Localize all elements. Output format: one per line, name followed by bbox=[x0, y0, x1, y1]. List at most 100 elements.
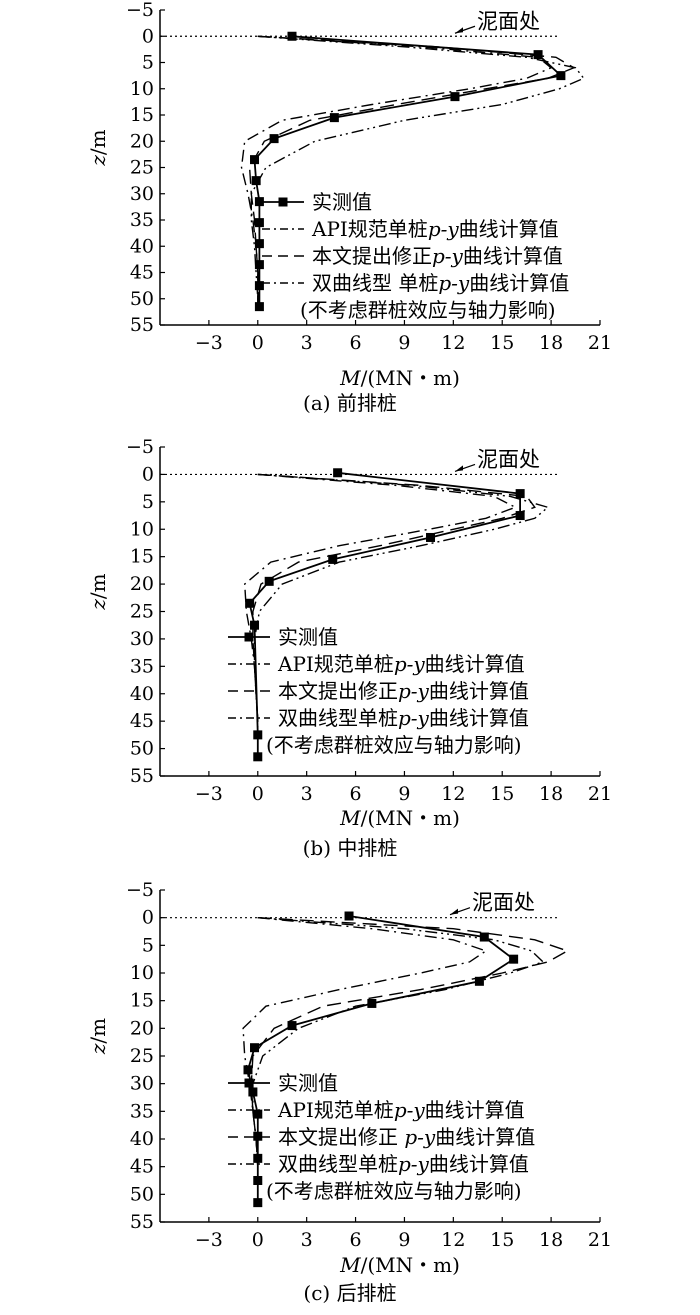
data-point-marker bbox=[333, 468, 343, 478]
legend-text-pre: 双曲线型 单桩 bbox=[312, 271, 438, 295]
data-point-marker bbox=[250, 1043, 260, 1053]
mudline-label: 泥面处 bbox=[472, 891, 535, 915]
y-axis-label: z/m bbox=[86, 129, 110, 166]
y-tick-label: 30 bbox=[130, 1073, 154, 1095]
y-tick-label: 15 bbox=[130, 104, 154, 126]
x-tick-label: 15 bbox=[490, 783, 514, 805]
x-tick-label: 6 bbox=[350, 1229, 362, 1251]
data-point-marker bbox=[253, 1109, 263, 1119]
legend-label-3: 本文提出修正 p-y曲线计算值 bbox=[278, 1125, 535, 1149]
x-axis-label: M/(MN・m) bbox=[339, 806, 460, 830]
y-tick-label: −5 bbox=[126, 0, 154, 21]
legend-label-4: 双曲线型单桩p-y曲线计算值 bbox=[278, 1152, 529, 1176]
legend: 实测值API规范单桩p-y曲线计算值本文提出修正p-y曲线计算值双曲线型单桩p-… bbox=[228, 625, 529, 757]
legend-note: (不考虑群桩效应与轴力影响) bbox=[266, 1179, 522, 1203]
x-tick-label: 6 bbox=[350, 332, 362, 354]
legend-text-pre: API规范单桩 bbox=[277, 652, 394, 676]
legend-text: 实测值 bbox=[312, 190, 372, 214]
data-point-marker bbox=[450, 92, 460, 102]
data-point-marker bbox=[245, 598, 255, 608]
legend-text-pre: 本文提出修正 bbox=[278, 1125, 404, 1149]
legend-text-var: p-y bbox=[398, 679, 430, 703]
x-tick-label: −3 bbox=[195, 783, 223, 805]
legend-text-var: p-y bbox=[394, 1098, 426, 1122]
legend-text-post: 曲线计算值 bbox=[429, 706, 529, 730]
y-tick-label: 25 bbox=[130, 157, 154, 179]
mudline-label: 泥面处 bbox=[477, 9, 540, 33]
legend-text: 实测值 bbox=[278, 1071, 338, 1095]
data-point-marker bbox=[251, 176, 261, 186]
x-tick-label: 18 bbox=[539, 332, 563, 354]
legend-label-4: 双曲线型 单桩p-y曲线计算值 bbox=[312, 271, 569, 295]
data-point-marker bbox=[329, 113, 339, 123]
mudline-arrowhead bbox=[455, 465, 463, 472]
legend-note: (不考虑群桩效应与轴力影响) bbox=[300, 298, 556, 322]
y-tick-label: 30 bbox=[130, 628, 154, 650]
legend-text-post: 曲线计算值 bbox=[459, 217, 559, 241]
data-point-marker bbox=[344, 911, 354, 921]
series-line-3 bbox=[248, 35, 576, 310]
data-point-marker bbox=[287, 31, 297, 41]
y-tick-label: −5 bbox=[126, 879, 154, 901]
y-tick-label: 20 bbox=[130, 1017, 154, 1039]
panel-caption: (b) 中排桩 bbox=[303, 836, 398, 860]
data-point-marker bbox=[515, 489, 525, 499]
data-point-marker bbox=[254, 239, 264, 249]
data-point-marker bbox=[254, 197, 264, 207]
panel-caption: (a) 前排桩 bbox=[303, 391, 397, 415]
data-point-marker bbox=[253, 1131, 263, 1141]
y-tick-label: 15 bbox=[130, 990, 154, 1012]
legend-text-post: 曲线计算值 bbox=[425, 652, 525, 676]
legend-text-post: 曲线计算值 bbox=[425, 1098, 525, 1122]
x-tick-label: −3 bbox=[195, 1229, 223, 1251]
y-tick-label: 15 bbox=[130, 546, 154, 568]
y-tick-label: 25 bbox=[130, 601, 154, 623]
data-point-marker bbox=[254, 302, 264, 312]
x-tick-label: 9 bbox=[398, 783, 410, 805]
y-tick-label: 40 bbox=[130, 1128, 154, 1150]
y-tick-label: 5 bbox=[142, 52, 154, 74]
x-tick-label: 15 bbox=[490, 332, 514, 354]
y-tick-label: 35 bbox=[130, 1100, 154, 1122]
legend-label-2: API规范单桩p-y曲线计算值 bbox=[277, 652, 525, 676]
legend-text-post: 曲线计算值 bbox=[463, 244, 563, 268]
x-tick-label: 12 bbox=[441, 332, 465, 354]
legend-note: (不考虑群桩效应与轴力影响) bbox=[266, 733, 522, 757]
data-point-marker bbox=[509, 954, 519, 964]
y-tick-label: 20 bbox=[130, 130, 154, 152]
legend-text-pre: 双曲线型单桩 bbox=[278, 706, 398, 730]
legend-text-post: 曲线计算值 bbox=[429, 1152, 529, 1176]
x-tick-label: 3 bbox=[301, 783, 313, 805]
series-line-1 bbox=[248, 471, 521, 757]
data-point-marker bbox=[243, 1065, 253, 1075]
x-tick-label: 3 bbox=[301, 1229, 313, 1251]
y-axis-label: z/m bbox=[86, 573, 110, 610]
data-point-marker bbox=[515, 511, 525, 521]
legend-label-3: 本文提出修正p-y曲线计算值 bbox=[278, 679, 529, 703]
y-tick-label: 50 bbox=[130, 738, 154, 760]
x-tick-label: 9 bbox=[398, 332, 410, 354]
x-tick-label: 0 bbox=[252, 1229, 264, 1251]
legend-label-1: 实测值 bbox=[278, 1071, 338, 1095]
x-axis-label-unit: /(MN・m) bbox=[361, 806, 460, 830]
y-tick-label: 35 bbox=[130, 655, 154, 677]
y-tick-label: 10 bbox=[130, 78, 154, 100]
y-tick-label: 55 bbox=[130, 765, 154, 787]
legend-text-pre: API规范单桩 bbox=[311, 217, 428, 241]
x-axis-label-unit: /(MN・m) bbox=[361, 366, 460, 390]
y-tick-label: 25 bbox=[130, 1045, 154, 1067]
data-point-marker bbox=[556, 71, 566, 81]
y-axis-label-unit: /m bbox=[86, 1018, 110, 1044]
y-axis-label: z/m bbox=[86, 1018, 110, 1055]
data-point-marker bbox=[269, 134, 279, 144]
y-tick-label: −5 bbox=[126, 436, 154, 458]
x-tick-label: 21 bbox=[588, 1229, 612, 1251]
y-tick-label: 0 bbox=[142, 463, 154, 485]
legend-text-pre: 本文提出修正 bbox=[278, 679, 398, 703]
legend-marker bbox=[244, 632, 254, 642]
data-point-marker bbox=[426, 532, 436, 542]
legend-label-4: 双曲线型单桩p-y曲线计算值 bbox=[278, 706, 529, 730]
x-tick-label: 21 bbox=[588, 332, 612, 354]
